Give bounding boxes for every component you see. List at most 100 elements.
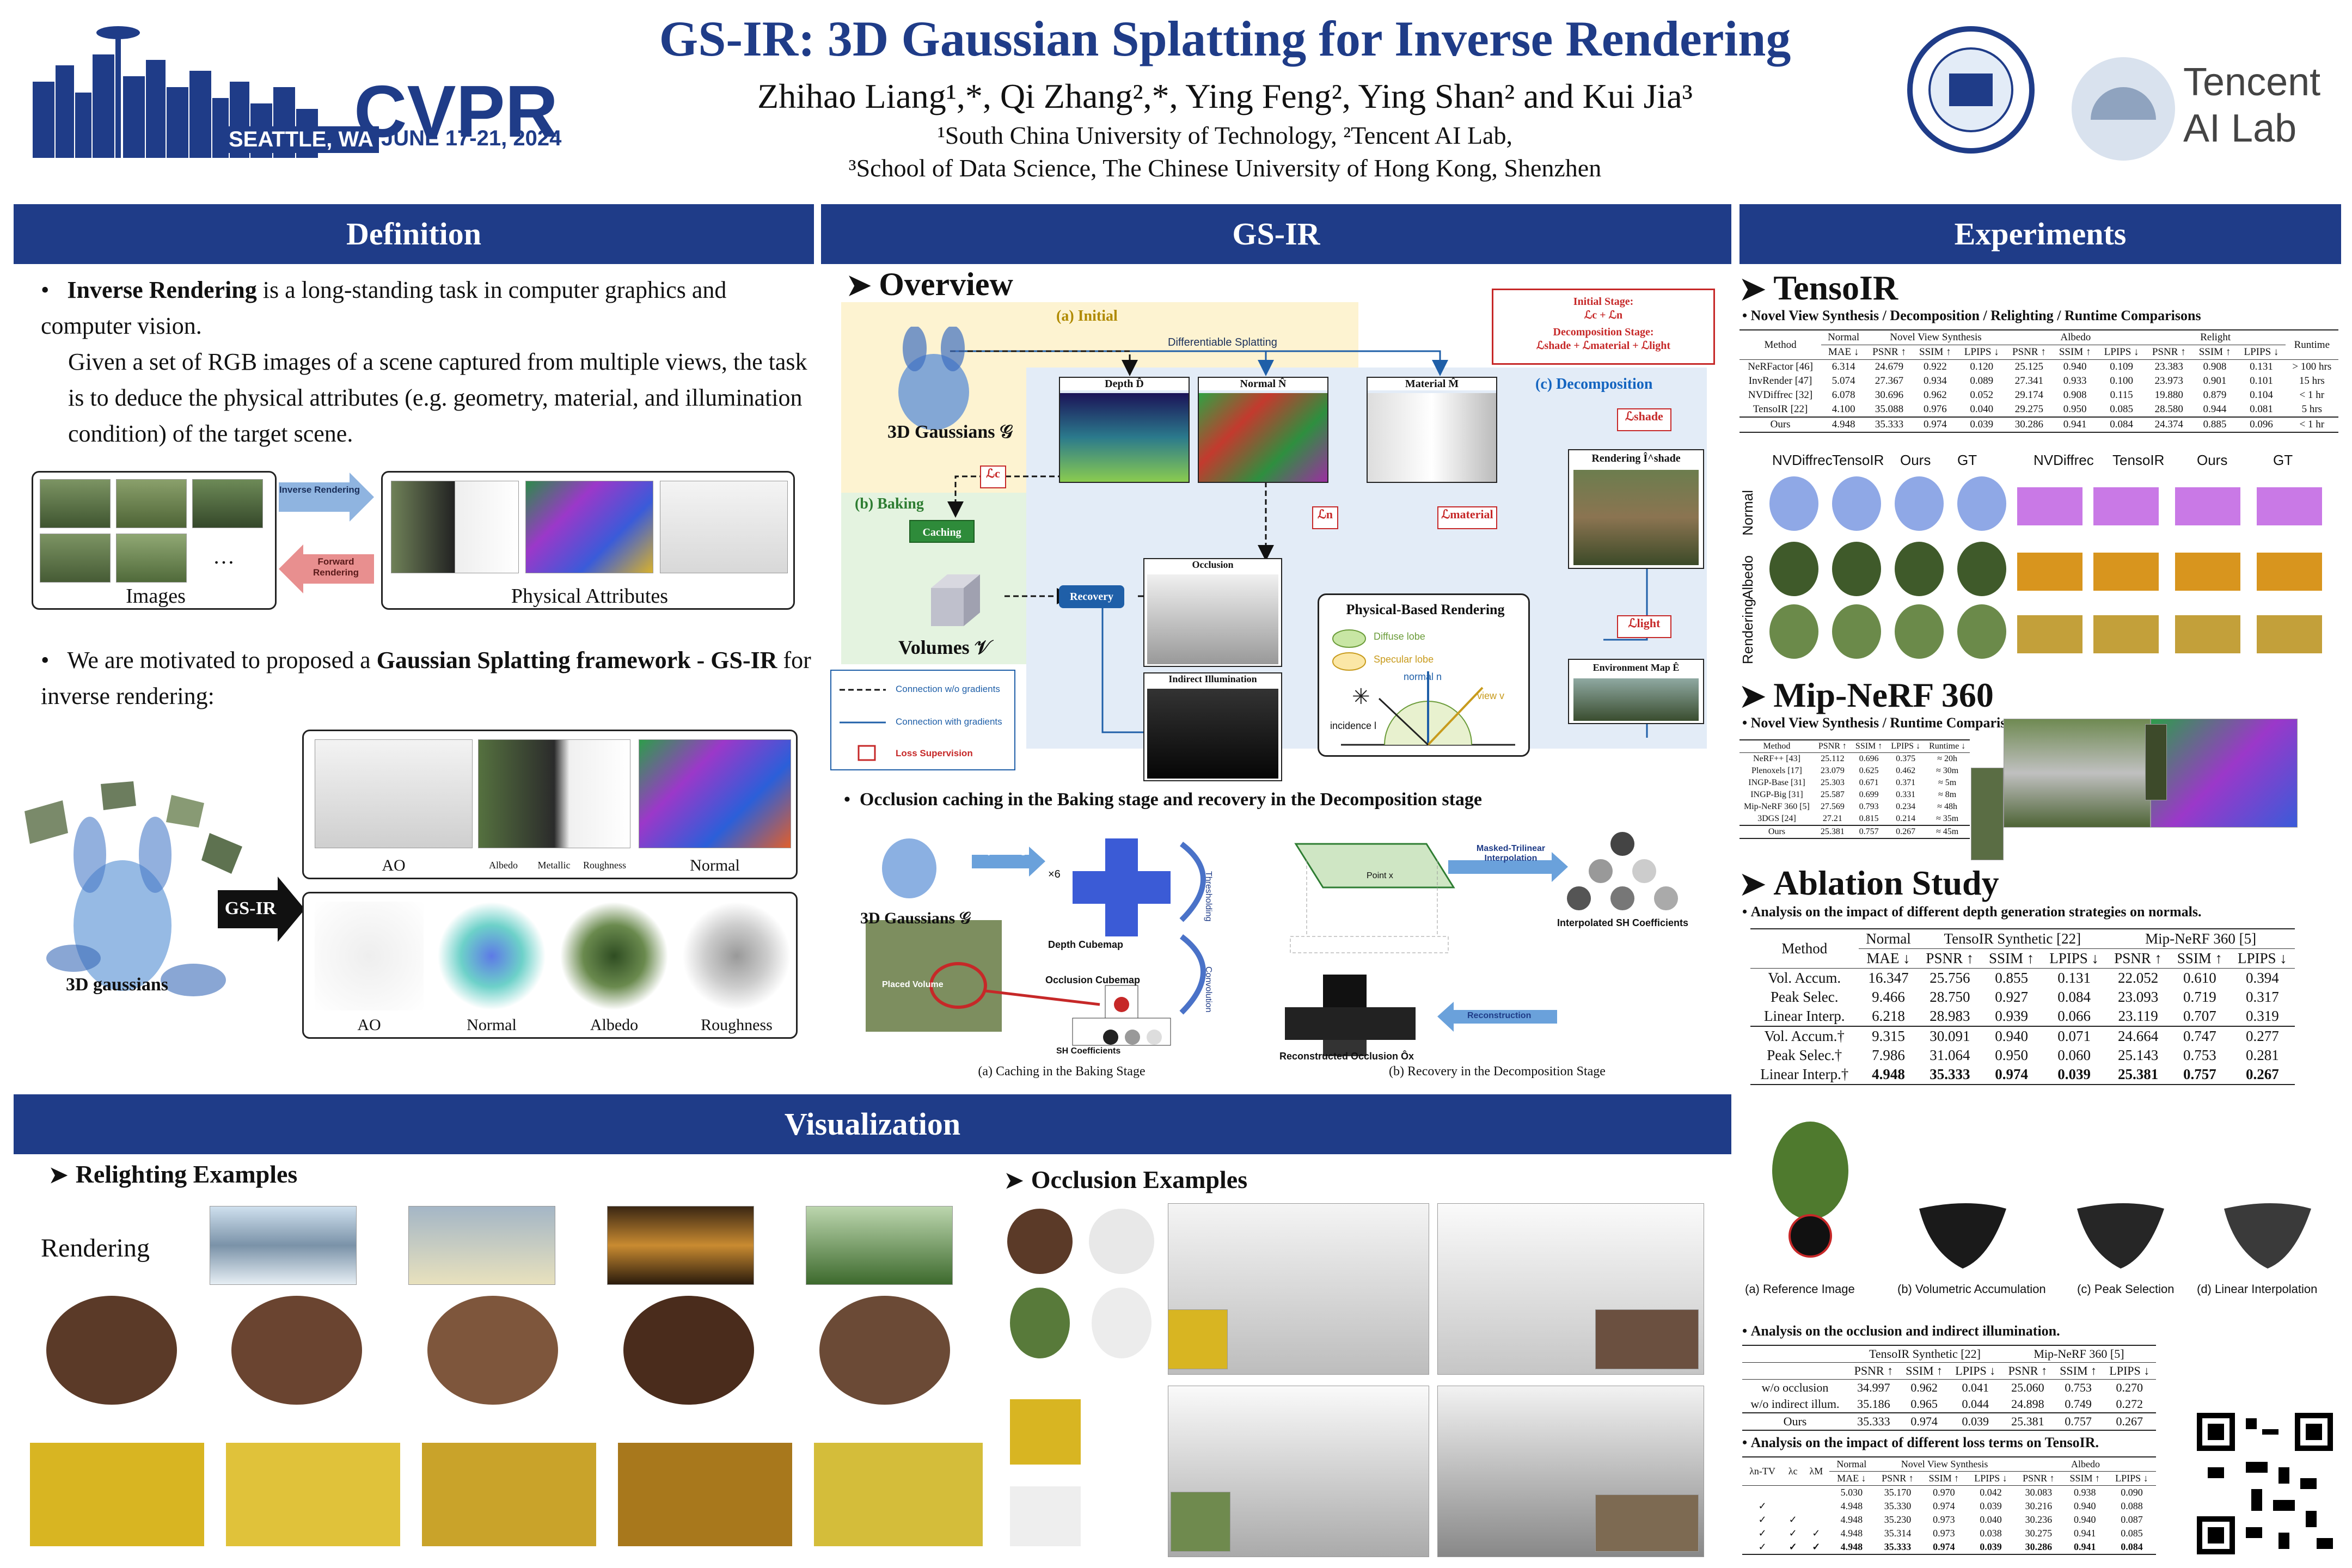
occlusion-label: Occlusion	[1192, 559, 1234, 570]
table-cell: 24.664	[2106, 1026, 2170, 1046]
ellipsis: …	[213, 544, 235, 568]
ablation-sub-1-text: Analysis on the impact of different dept…	[1750, 904, 2202, 920]
table-cell: 0.317	[2246, 989, 2279, 1005]
point-x-label: Point x	[1367, 871, 1393, 880]
table-cell: 29.275	[2014, 403, 2044, 415]
occl-gaussians-label: 3D Gaussians 𝒢	[860, 909, 971, 927]
th: SSIM ↑	[2192, 345, 2238, 360]
convolution-label: Convolution	[1204, 966, 1213, 1013]
bullet-icon: •	[41, 647, 68, 673]
table-cell: 4.948	[1840, 1514, 1863, 1525]
table-cell: ✓	[1812, 1541, 1821, 1552]
ao-label: AO	[382, 856, 406, 874]
th: Method	[1739, 330, 1822, 360]
table-cell: 4.948	[1872, 1066, 1905, 1082]
p2-text: Given a set of RGB images of a scene cap…	[68, 348, 807, 447]
table-cell: Ours	[1739, 825, 1814, 838]
table-cell: Vol. Accum.†	[1750, 1026, 1859, 1046]
fig-caption: (a) Reference Image	[1745, 1282, 1855, 1296]
table-cell: 25.125	[2014, 361, 2044, 372]
table-cell: 27.21	[1822, 814, 1842, 823]
table-cell: 0.749	[2065, 1397, 2092, 1411]
table-cell: 0.089	[1970, 375, 1994, 387]
table-cell: 0.267	[1886, 825, 1925, 838]
bunny-gaussians-icon	[882, 326, 985, 436]
bullet-icon: •	[1742, 904, 1751, 920]
occlusion-inset-3	[1171, 1492, 1230, 1552]
table-cell: 0.214	[1896, 814, 1916, 823]
mip-inset-1	[1971, 768, 2004, 860]
tensoir-heading-text: TensoIR	[1773, 268, 1898, 307]
normal-panel: Normal N̂	[1198, 377, 1328, 483]
qr-code-icon	[2197, 1413, 2333, 1554]
table-cell: 9.466	[1872, 989, 1905, 1005]
table-cell: 0.922	[1923, 361, 1947, 372]
th: LPIPS ↓	[2230, 948, 2295, 969]
baking-label: (b) Baking	[855, 495, 924, 512]
occlusion-cubemap-label: Occlusion Cubemap	[1045, 975, 1141, 985]
th: λc	[1783, 1457, 1804, 1486]
col-label: GT	[1957, 452, 1977, 468]
th: LPIPS ↓	[2237, 345, 2286, 360]
th: PSNR ↑	[1814, 740, 1851, 753]
volumes-label: Volumes 𝒱	[898, 636, 991, 658]
material-render	[478, 739, 630, 848]
table-cell: 0.950	[2063, 403, 2087, 415]
table-cell	[1803, 1499, 1829, 1513]
table-cell: InvRender [47]	[1748, 375, 1812, 387]
th: PSNR ↑	[1918, 948, 1982, 969]
arrow-head-icon: ➤	[847, 269, 872, 302]
table-cell	[1783, 1486, 1803, 1500]
th: Normal	[1821, 330, 1866, 345]
envmap-1	[210, 1206, 357, 1285]
table-cell: 0.753	[2065, 1381, 2092, 1394]
attr-thumb	[391, 481, 519, 573]
x6-label: ×6	[1048, 868, 1061, 880]
table-cell: 0.707	[2183, 1008, 2216, 1024]
p1-rest: is a long-standing task in computer grap…	[41, 277, 727, 339]
material-panel: Material M̂	[1367, 377, 1497, 483]
envmap-label: Environment Map Ê	[1592, 662, 1680, 673]
table-cell: 0.375	[1896, 754, 1916, 763]
table-cell: 0.120	[1970, 361, 1994, 372]
plant-normal	[437, 902, 546, 1010]
images-box: … Images	[32, 471, 277, 610]
bullet-icon: •	[1742, 1435, 1751, 1450]
recon-occ-label: Reconstructed Occlusion Ôx	[1279, 1051, 1414, 1062]
normal-label-2: Normal	[467, 1016, 517, 1034]
envmap-2	[408, 1206, 555, 1285]
cvpr-location: SEATTLE, WA	[223, 126, 379, 153]
table-cell: 0.941	[2052, 416, 2098, 432]
occl-caching-heading-text: Occlusion caching in the Baking stage an…	[859, 789, 1482, 810]
th: SSIM ↑	[1921, 1471, 1967, 1486]
physical-attributes-box: Physical Attributes	[381, 471, 795, 610]
th: LPIPS ↓	[2097, 345, 2146, 360]
material-map	[1368, 393, 1496, 482]
depth-panel: Depth D̂	[1059, 377, 1190, 483]
poster-title: GS-IR: 3D Gaussian Splatting for Inverse…	[659, 11, 1791, 66]
table-cell: 5.030	[1840, 1487, 1863, 1498]
masked-interp-label: Masked-Trilinear Interpolation	[1476, 844, 1546, 863]
table-cell: 23.383	[2154, 361, 2183, 372]
ao-thumb	[660, 481, 788, 573]
table-cell: 24.374	[2145, 416, 2192, 432]
table-cell: 0.879	[2203, 389, 2227, 401]
table-cell: 0.939	[1995, 1008, 2028, 1024]
scut-logo-icon	[1906, 24, 2036, 155]
table-cell: 0.267	[2246, 1066, 2279, 1082]
overview-legend: Connection w/o gradients Connection with…	[830, 670, 1015, 770]
gaussians-label: 3D gaussians	[65, 975, 168, 995]
table-cell: 35.333	[1884, 1541, 1912, 1552]
plant-ao	[315, 902, 424, 1010]
table-cell: 0.941	[2074, 1528, 2096, 1539]
th: Novel View Synthesis	[1866, 330, 2006, 345]
depth-label: Depth D̂	[1060, 378, 1189, 390]
th: SSIM ↑	[1913, 345, 1958, 360]
